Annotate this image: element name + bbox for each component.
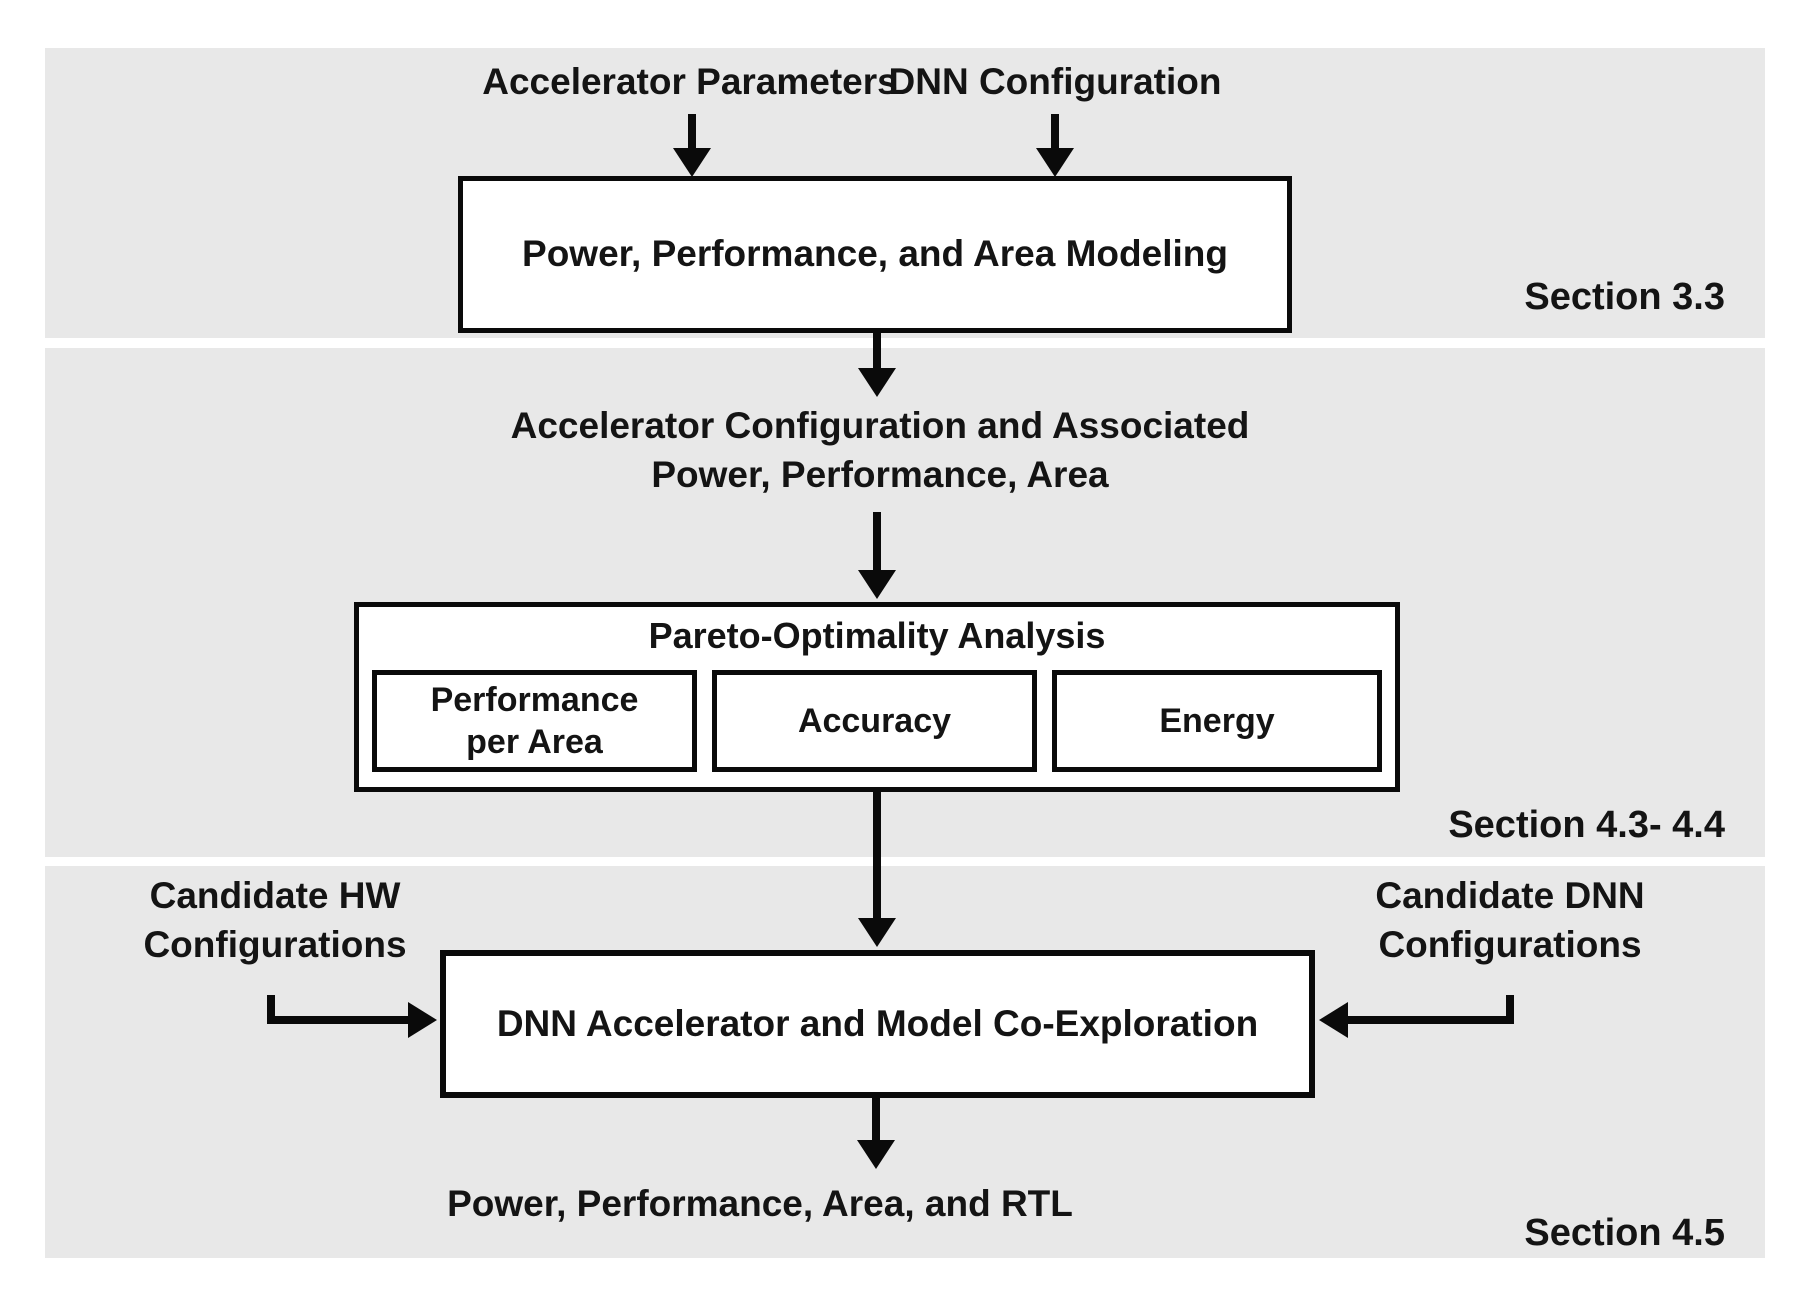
accel-config-intermediate-label: Accelerator Configuration and Associated… [510,405,1250,495]
section-3-3-label: Section 3.3 [1524,276,1725,318]
coexploration-box: DNN Accelerator and Model Co-Exploration [440,950,1315,1098]
arrow-down-icon [858,570,896,599]
output-label: Power, Performance, Area, and RTL [447,1183,1073,1224]
pareto-analysis-box: Pareto-Optimality Analysis Performance p… [354,602,1400,792]
ppa-modeling-box: Power, Performance, and Area Modeling [458,176,1292,333]
ppa-modeling-box-label: Power, Performance, and Area Modeling [522,233,1228,275]
accuracy-box: Accuracy [712,670,1037,772]
accuracy-label: Accuracy [797,701,952,740]
arrow-down-icon [857,1140,895,1169]
arrow-down-icon [1036,148,1074,177]
arrow-left-icon [1319,1002,1348,1038]
energy-label: Energy [1159,701,1275,740]
arrow-down-icon [673,148,711,177]
pareto-analysis-title: Pareto-Optimality Analysis [648,615,1106,656]
section-4-3-4-4-label: Section 4.3- 4.4 [1448,804,1725,846]
accelerator-parameters-label: Accelerator Parameters [482,61,898,102]
performance-per-area-label: Performance per Area [430,680,639,762]
performance-per-area-box: Performance per Area [372,670,697,772]
coexploration-box-label: DNN Accelerator and Model Co-Exploration [496,1002,1259,1044]
candidate-dnn-label: Candidate DNN Configurations [1375,875,1645,965]
arrow-right-icon [408,1002,437,1038]
candidate-hw-label: Candidate HW Configurations [143,875,407,965]
arrow-down-icon [858,368,896,397]
dnn-configuration-label: DNN Configuration [888,61,1222,102]
arrow-down-icon [858,918,896,947]
energy-box: Energy [1052,670,1382,772]
section-4-5-label: Section 4.5 [1524,1212,1725,1254]
